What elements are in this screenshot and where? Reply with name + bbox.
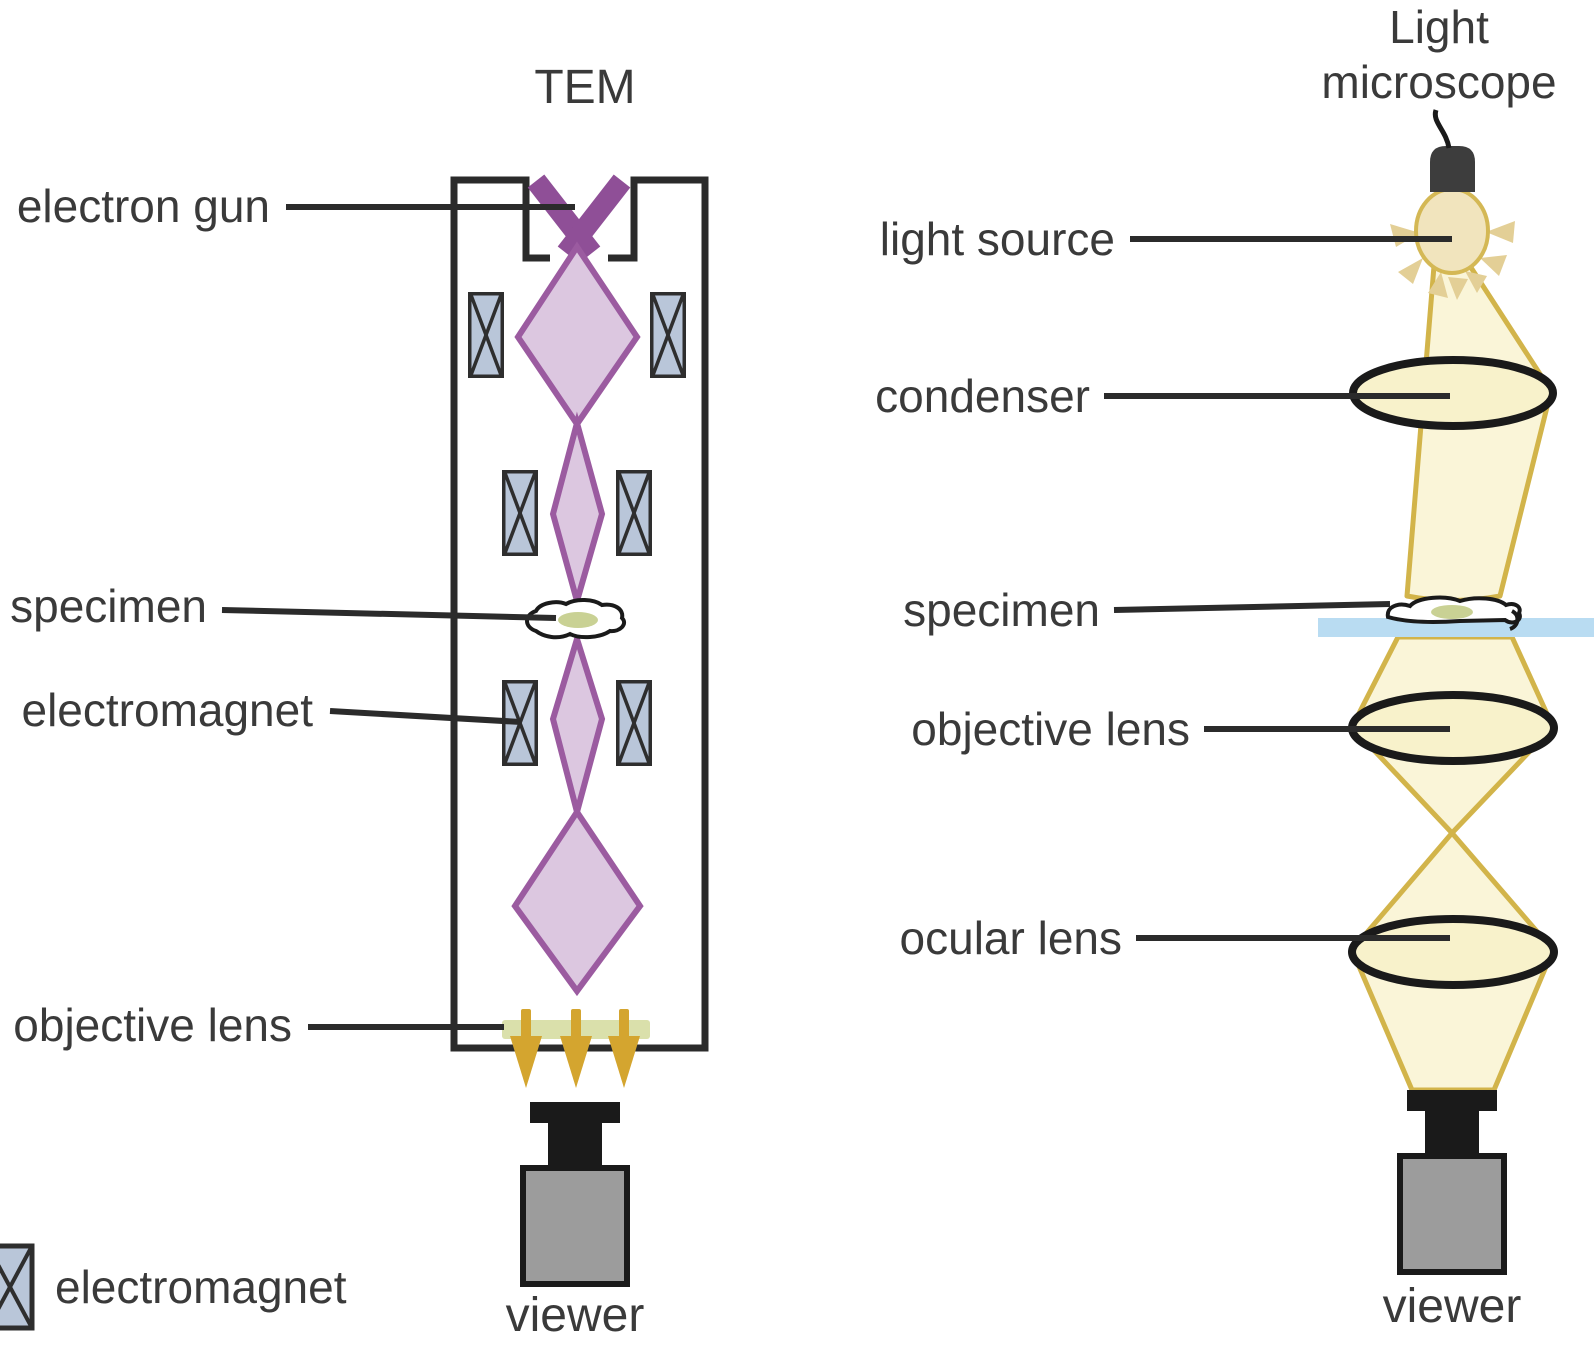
bulb-cord (1432, 109, 1452, 149)
ray (1486, 221, 1515, 243)
lm-specimen-leader (1113, 601, 1391, 613)
electromagnet-leader (329, 708, 522, 725)
projection-arrow (608, 1009, 640, 1088)
lm-specimen-label: specimen (903, 584, 1100, 636)
lm-title-line1: Light (1389, 1, 1489, 53)
ray (1465, 271, 1487, 293)
arrow-head-icon (510, 1036, 542, 1088)
lm-specimen-cell (1431, 605, 1473, 619)
lm-specimen-hook (1509, 609, 1520, 631)
lm-viewer (1400, 1090, 1504, 1272)
arrow-stem (571, 1009, 581, 1038)
projection-arrow (510, 1009, 542, 1088)
arrow-head-icon (560, 1036, 592, 1088)
arrow-stem (521, 1009, 531, 1038)
text-labels: TEM electron gun specimen electromagnet … (10, 1, 1556, 1342)
bulb-socket-icon (1430, 146, 1475, 192)
tem-title: TEM (534, 61, 635, 114)
electron-beam-diamond-4 (511, 806, 644, 997)
ocular-lens (1348, 915, 1558, 989)
light-beam-upper (1404, 263, 1554, 603)
legend (0, 1243, 35, 1331)
lm-viewer-label: viewer (1383, 1280, 1522, 1333)
ocular-lens-label: ocular lens (900, 912, 1122, 964)
light-rays-icon (1390, 221, 1515, 300)
electron-beam-diamond-2 (549, 411, 606, 613)
glass-slide (1318, 618, 1594, 637)
leader-lines (221, 204, 1452, 1030)
tem-diagram (450, 174, 709, 1284)
condenser-label: condenser (875, 370, 1090, 422)
legend-cross-line (0, 1245, 34, 1310)
legend-electromagnet-label: electromagnet (55, 1261, 347, 1313)
electromagnet-row2-right (616, 470, 652, 556)
electromagnet-label: electromagnet (22, 684, 314, 736)
ray (1428, 272, 1448, 298)
projection-arrow (560, 1009, 592, 1088)
electromagnet-row1-left (468, 292, 504, 378)
tem-specimen-leader (221, 607, 557, 621)
lm-objective-lens-label: objective lens (911, 703, 1190, 755)
electron-beam-diamond-1 (514, 241, 641, 430)
electromagnet-row1-right (650, 292, 686, 378)
electromagnet-row2-left (502, 470, 538, 556)
tem-viewer (523, 1102, 627, 1284)
arrow-stem (619, 1009, 629, 1038)
light-microscope-diagram (1318, 109, 1594, 1272)
tem-objective-lens-label: objective lens (13, 999, 292, 1051)
light-source-label: light source (880, 213, 1115, 265)
tem-specimen-label: specimen (10, 580, 207, 632)
light-bulb-icon (1414, 187, 1490, 275)
electron-beam-diamond-3 (549, 628, 606, 824)
tem-specimen-cell (558, 612, 598, 628)
ray (1448, 277, 1468, 300)
ray (1480, 255, 1507, 276)
lm-title-line2: microscope (1321, 56, 1556, 108)
arrow-head-icon (608, 1036, 640, 1088)
ray (1398, 258, 1423, 284)
electron-gun-beam-right (557, 174, 631, 260)
electromagnet-row3-right (616, 680, 652, 766)
tem-viewer-label: viewer (506, 1289, 645, 1342)
electron-gun-label: electron gun (17, 180, 270, 232)
